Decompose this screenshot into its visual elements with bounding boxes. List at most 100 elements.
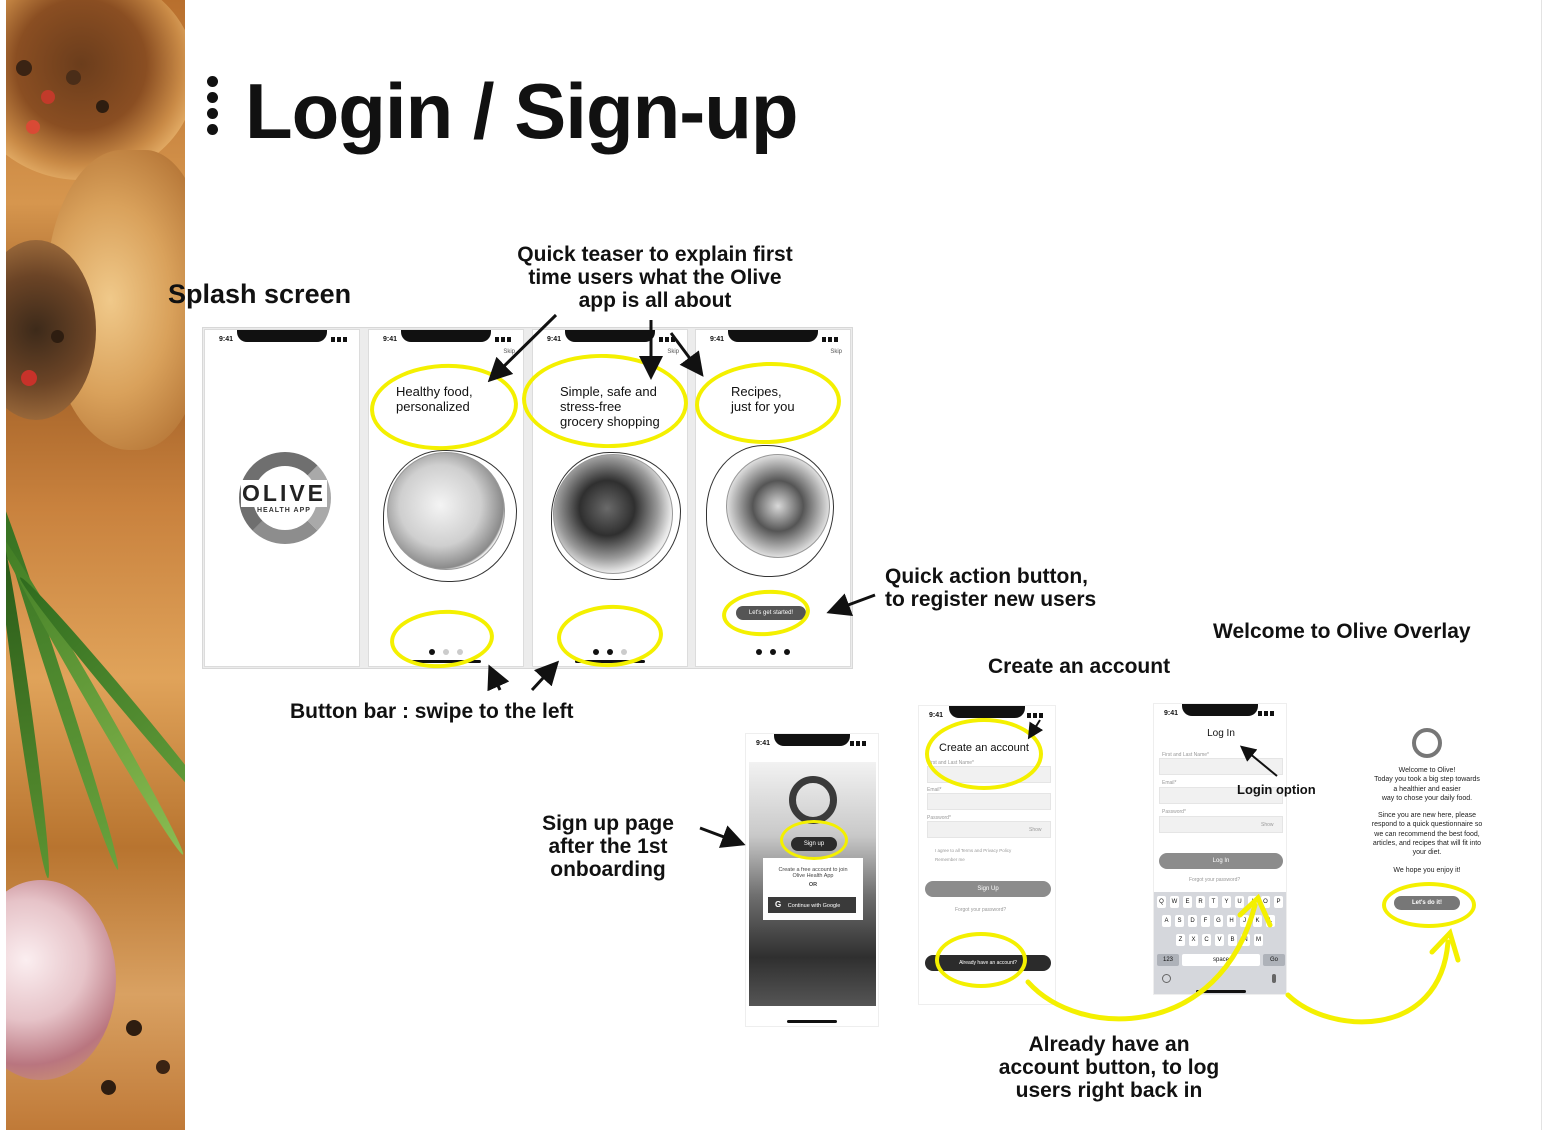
label-teaser: Quick teaser to explain first time users… xyxy=(505,243,805,312)
logo-olive: OLIVE xyxy=(241,480,328,507)
show-password-link[interactable]: Show xyxy=(1029,827,1042,833)
highlight-already-account xyxy=(935,932,1027,988)
signup-or: OR xyxy=(808,882,818,888)
phone-splash: 9:41 OLIVE HEALTH APP xyxy=(204,329,360,667)
email-field[interactable] xyxy=(927,793,1051,810)
keyboard-key[interactable]: I xyxy=(1248,896,1257,908)
keyboard-key[interactable]: M xyxy=(1254,934,1263,946)
sign-up-button[interactable]: Sign Up xyxy=(925,881,1051,897)
welcome-line: We hope you enjoy it! xyxy=(1393,866,1461,874)
welcome-line: Today you took a big step towards xyxy=(1374,776,1480,784)
key-123[interactable]: 123 xyxy=(1157,954,1179,966)
keyboard-key[interactable]: S xyxy=(1175,915,1184,927)
keyboard-key[interactable]: Y xyxy=(1222,896,1231,908)
signup-text-line: Create a free account to join xyxy=(778,867,848,873)
keyboard-key[interactable]: R xyxy=(1196,896,1205,908)
phone-recipes: 9:41 Skip Recipes, just for you Let's ge… xyxy=(695,329,851,667)
keyboard-key[interactable]: F xyxy=(1201,915,1210,927)
keyboard-key[interactable]: G xyxy=(1214,915,1223,927)
skip-link[interactable]: Skip xyxy=(667,349,679,355)
keyboard-key[interactable]: P xyxy=(1274,896,1283,908)
forgot-password-link[interactable]: Forgot your password? xyxy=(955,907,1007,913)
password-field[interactable] xyxy=(927,821,1051,838)
skip-link[interactable]: Skip xyxy=(830,349,842,355)
phone-notch xyxy=(1182,704,1258,716)
google-button[interactable]: G Continue with Google xyxy=(768,897,856,913)
label-welcome-overlay: Welcome to Olive Overlay xyxy=(1213,620,1471,643)
heading-line: Healthy food, xyxy=(396,384,473,399)
keyboard-key[interactable]: H xyxy=(1227,915,1236,927)
keyboard-key[interactable]: O xyxy=(1261,896,1270,908)
pager-dots[interactable] xyxy=(752,642,794,660)
label-quick-action-line: Quick action button, xyxy=(885,565,1088,588)
skip-link[interactable]: Skip xyxy=(503,349,515,355)
terms-checkbox-label[interactable]: I agree to all Terms and Privacy Policy xyxy=(935,848,1012,853)
food-plate-image xyxy=(387,452,505,570)
pager-dots[interactable] xyxy=(589,642,631,660)
label-quick-action-line: to register new users xyxy=(885,588,1097,611)
login-button[interactable]: Log In xyxy=(1159,853,1283,869)
phone-notch xyxy=(565,330,655,342)
status-time: 9:41 xyxy=(383,336,398,343)
phone-notch xyxy=(237,330,327,342)
key-space[interactable]: space xyxy=(1182,954,1260,966)
keyboard-key[interactable]: Z xyxy=(1176,934,1185,946)
show-password-link[interactable]: Show xyxy=(1261,822,1274,828)
onboarding-heading: Recipes, just for you xyxy=(731,384,795,414)
label-login-option: Login option xyxy=(1237,782,1316,797)
logo-health-app: HEALTH APP xyxy=(257,507,311,514)
home-indicator xyxy=(575,660,645,663)
onboarding-heading: Healthy food, personalized xyxy=(396,384,473,414)
label-signup-line: onboarding xyxy=(550,858,666,881)
plate-outline xyxy=(383,450,517,582)
label-already-line: Already have an xyxy=(1028,1033,1190,1056)
login-title: Log In xyxy=(1207,728,1235,739)
heading-line: Simple, safe and xyxy=(560,384,657,399)
phone-grocery: 9:41 Skip Simple, safe and stress-free g… xyxy=(532,329,688,667)
phone-signup: 9:41 Sign up Create a free account to jo… xyxy=(745,733,879,1027)
keyboard-key[interactable]: L xyxy=(1266,915,1275,927)
keyboard-key[interactable]: X xyxy=(1189,934,1198,946)
password-field[interactable] xyxy=(1159,816,1283,833)
highlight-create-account-title xyxy=(925,718,1043,790)
emoji-icon[interactable] xyxy=(1162,974,1171,983)
name-field[interactable] xyxy=(1159,758,1283,775)
keyboard-key[interactable]: T xyxy=(1209,896,1218,908)
signal-icon xyxy=(848,741,870,746)
pager-dots[interactable] xyxy=(425,642,467,660)
keyboard-key[interactable]: W xyxy=(1170,896,1179,908)
keyboard-key[interactable]: A xyxy=(1162,915,1171,927)
keyboard-key[interactable]: B xyxy=(1228,934,1237,946)
remember-me-label[interactable]: Remember me xyxy=(935,857,965,862)
forgot-password-link[interactable]: Forgot your password? xyxy=(1189,877,1241,883)
keyboard-key[interactable]: Q xyxy=(1157,896,1166,908)
key-go[interactable]: Go xyxy=(1263,954,1285,966)
heading-line: personalized xyxy=(396,399,470,414)
status-time: 9:41 xyxy=(1164,710,1179,717)
phone-notch xyxy=(949,706,1025,718)
keyboard-key[interactable]: N xyxy=(1241,934,1250,946)
keyboard-key[interactable]: C xyxy=(1202,934,1211,946)
email-label: Email* xyxy=(927,787,942,793)
label-already-line: account button, to log xyxy=(998,1056,1220,1079)
phone-notch xyxy=(774,734,850,746)
email-field[interactable] xyxy=(1159,787,1283,804)
label-splash-screen: Splash screen xyxy=(168,279,352,309)
microphone-icon[interactable] xyxy=(1272,974,1276,983)
keyboard-key[interactable]: D xyxy=(1188,915,1197,927)
highlight-lets-do-it xyxy=(1382,882,1476,928)
keyboard-key[interactable]: V xyxy=(1215,934,1224,946)
keyboard-key[interactable]: J xyxy=(1240,915,1249,927)
label-signup-line: Sign up page xyxy=(542,812,674,835)
welcome-line: respond to a quick questionnaire so xyxy=(1371,821,1483,829)
phone-notch xyxy=(728,330,818,342)
food-plate-image xyxy=(553,454,673,574)
home-indicator xyxy=(411,660,481,663)
keyboard-key[interactable]: K xyxy=(1253,915,1262,927)
phone-notch xyxy=(401,330,491,342)
keyboard-key[interactable]: U xyxy=(1235,896,1244,908)
signal-icon xyxy=(1256,711,1278,716)
keyboard-key[interactable]: E xyxy=(1183,896,1192,908)
highlight-signup xyxy=(780,820,848,860)
lets-get-started-button[interactable]: Let's get started! xyxy=(736,606,806,620)
